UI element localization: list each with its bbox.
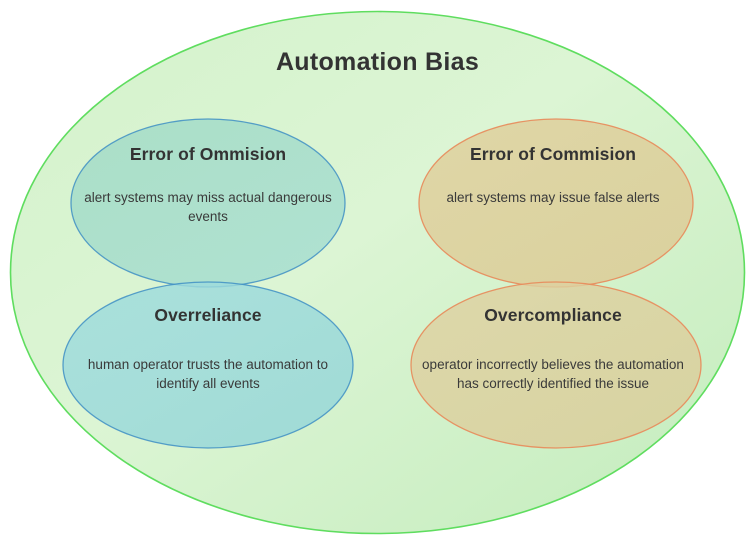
ellipse-overreliance[interactable] bbox=[62, 281, 354, 449]
ellipse-error-of-ommision[interactable] bbox=[70, 118, 346, 288]
ellipse-overcompliance[interactable] bbox=[410, 281, 702, 449]
ellipse-error-of-commision[interactable] bbox=[418, 118, 694, 288]
